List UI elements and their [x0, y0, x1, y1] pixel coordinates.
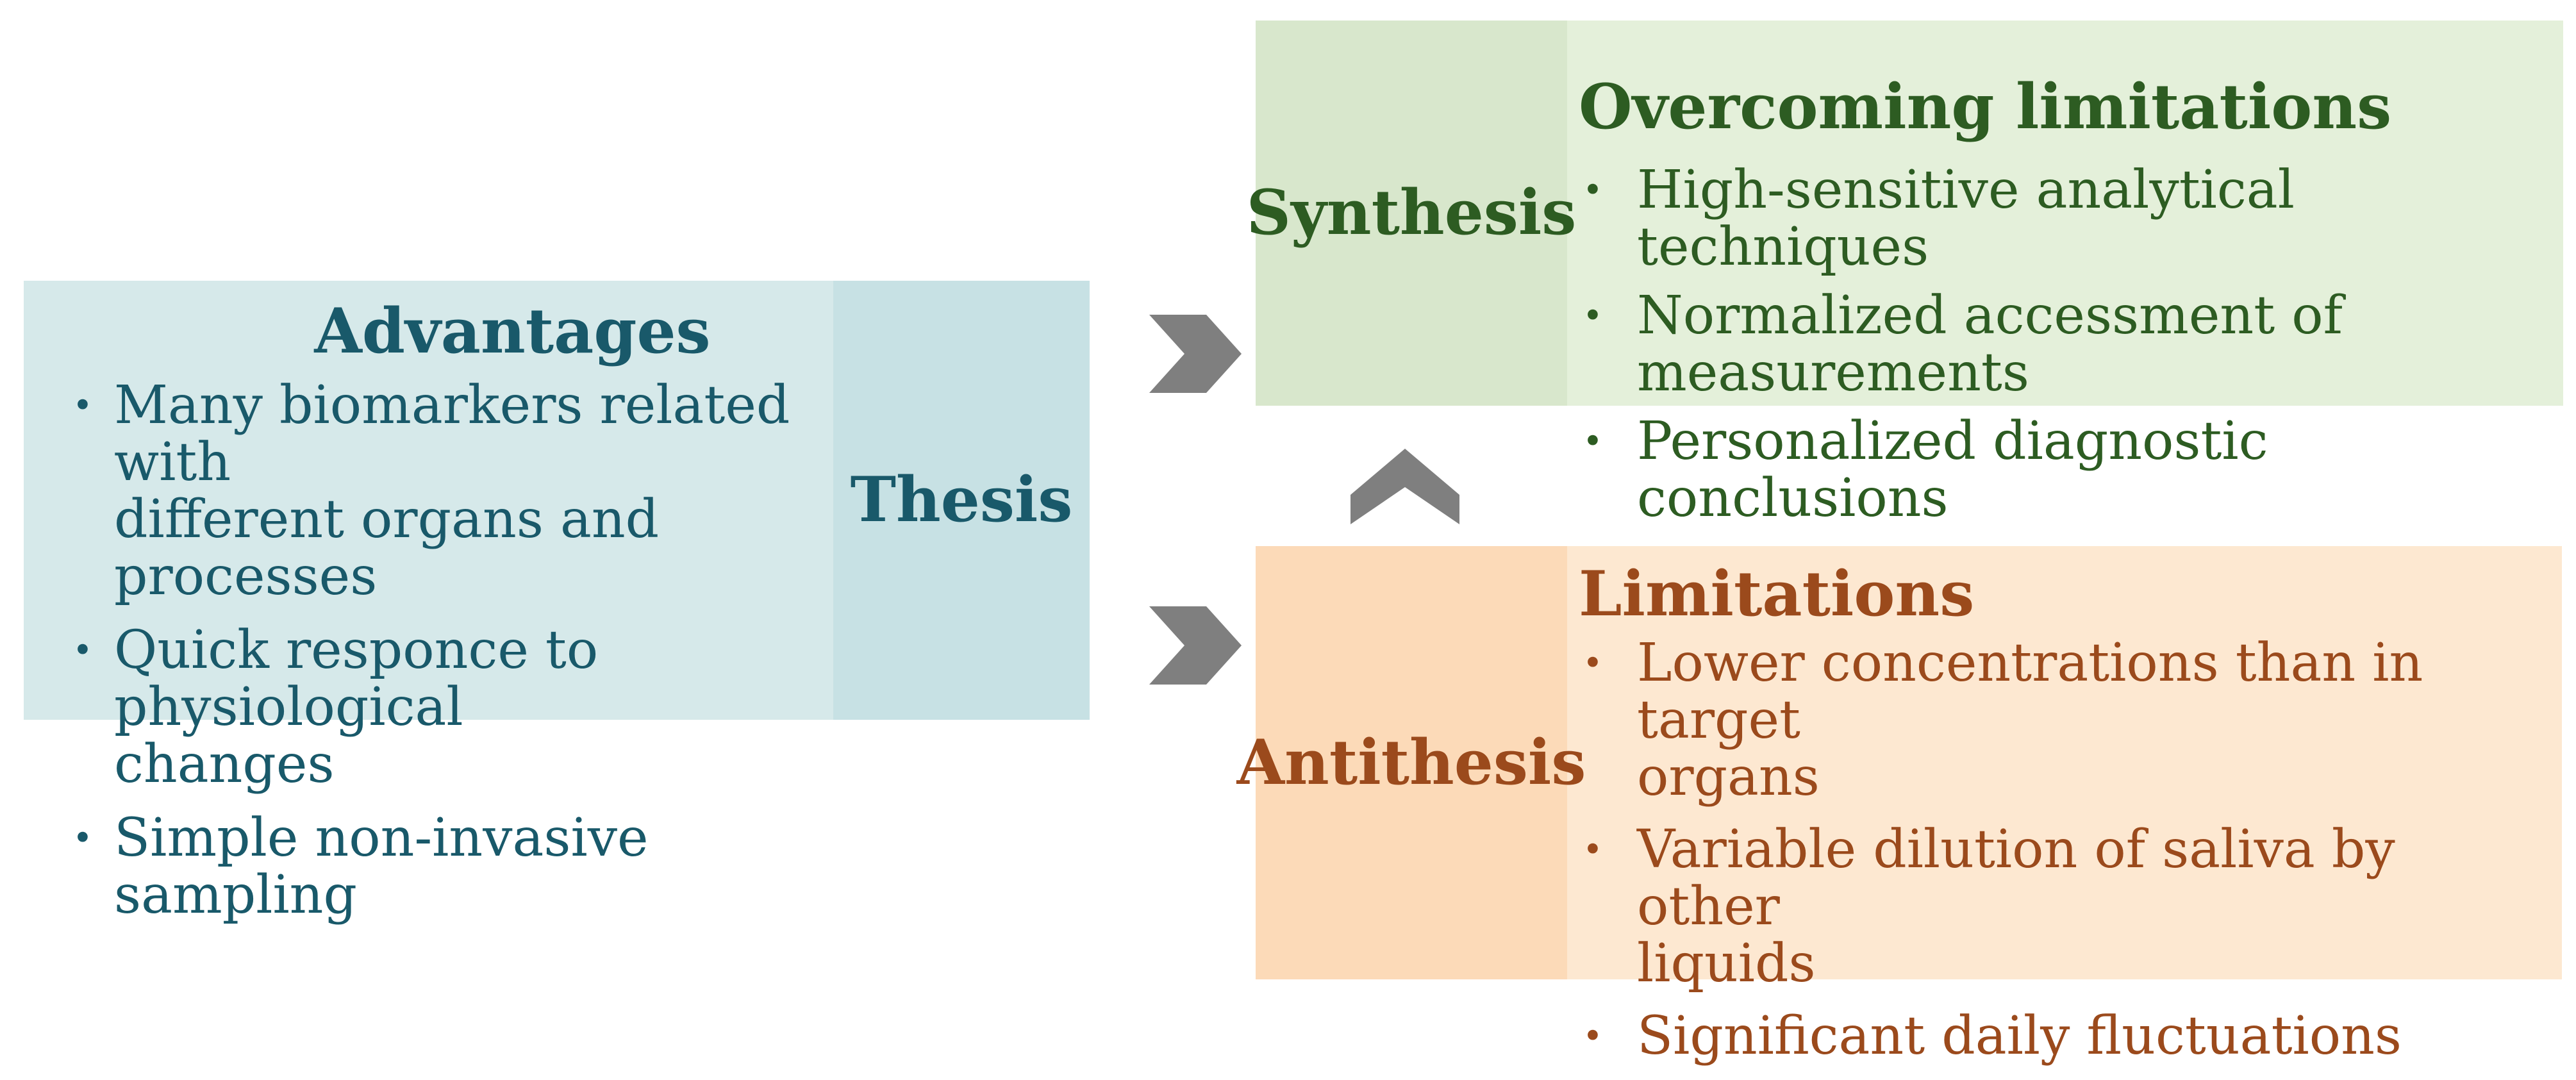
antithesis-panel: Limitations • Lower concentrations than … [1579, 560, 2527, 1080]
bullet-text: Many biomarkers related with different o… [114, 375, 790, 607]
synthesis-panel: Overcoming limitations • High-sensitive … [1579, 73, 2527, 538]
synthesis-box: Synthesis Overcoming limitations • High-… [1247, 21, 2563, 527]
dialectic-diagram: { "diagram": { "thesis": { "label": "The… [24, 21, 2563, 1065]
bullet-text: Significant daily fluctuations [1637, 1006, 2402, 1067]
chevron-up-icon [1350, 449, 1459, 524]
advantages-bullet-list: • Many biomarkers related with different… [69, 377, 867, 924]
list-item: • Normalized accessment of measurements [1579, 287, 2527, 401]
antithesis-label-panel: Antithesis [1237, 546, 1586, 979]
bullet-text: Quick responce to physiological changes [114, 620, 599, 795]
synthesis-label-panel: Synthesis [1247, 21, 1576, 406]
list-item: • Quick responce to physiological change… [69, 622, 867, 793]
list-item: • Simple non-invasive sampling [69, 810, 867, 924]
list-item: • Many biomarkers related with different… [69, 377, 867, 605]
antithesis-box: Antithesis Limitations • Lower concentra… [1237, 546, 2562, 1065]
thesis-label: Thesis [850, 463, 1073, 536]
bullet-dot-icon: • [1583, 829, 1603, 870]
list-item: • Variable dilution of saliva by other l… [1579, 821, 2527, 992]
list-item: • Personalized diagnostic conclusions [1579, 413, 2527, 527]
bullet-dot-icon: • [1583, 295, 1603, 336]
list-item: • Significant daily fluctuations [1579, 1008, 2527, 1065]
bullet-dot-icon: • [72, 385, 93, 426]
bullet-text: Simple non-invasive sampling [114, 808, 649, 926]
bullet-text: Normalized accessment of measurements [1637, 285, 2343, 403]
antithesis-bullet-list: • Lower concentrations than in target or… [1579, 635, 2527, 1065]
antithesis-title: Limitations [1579, 558, 1975, 630]
thesis-label-panel: Thesis [833, 281, 1090, 720]
thesis-box: Advantages • Many biomarkers related wit… [24, 281, 1090, 924]
bullet-dot-icon: • [1583, 170, 1603, 210]
synthesis-label: Synthesis [1246, 176, 1577, 249]
bullet-dot-icon: • [1583, 1016, 1603, 1056]
list-item: • Lower concentrations than in target or… [1579, 635, 2527, 806]
list-item: • High-sensitive analytical techniques [1579, 162, 2527, 276]
advantages-panel: Advantages • Many biomarkers related wit… [69, 297, 867, 940]
synthesis-bullet-list: • High-sensitive analytical techniques •… [1579, 162, 2527, 527]
bullet-text: High-sensitive analytical techniques [1637, 160, 2295, 278]
bullet-dot-icon: • [72, 630, 93, 670]
chevron-right-icon [1149, 606, 1242, 685]
bullet-text: Personalized diagnostic conclusions [1637, 411, 2268, 529]
bullet-dot-icon: • [1583, 643, 1603, 683]
bullet-text: Variable dilution of saliva by other liq… [1637, 819, 2395, 994]
antithesis-label: Antithesis [1236, 726, 1586, 799]
bullet-dot-icon: • [1583, 421, 1603, 461]
synthesis-title: Overcoming limitations [1579, 71, 2392, 143]
chevron-right-icon [1149, 315, 1242, 393]
advantages-title: Advantages [314, 295, 711, 367]
bullet-dot-icon: • [72, 818, 93, 858]
bullet-text: Lower concentrations than in target orga… [1637, 633, 2423, 808]
